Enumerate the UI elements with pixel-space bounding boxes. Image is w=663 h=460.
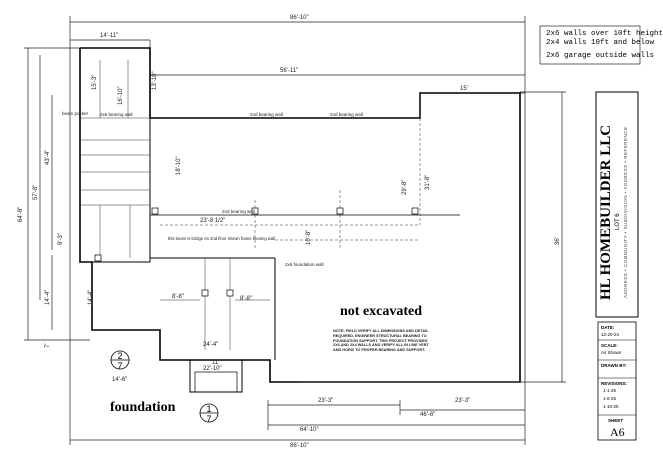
- sheet-number: A6: [610, 425, 625, 439]
- dim-porch-g: 14'-6": [112, 377, 128, 383]
- dim-right-height: 36': [555, 237, 561, 245]
- dim-stair-c: 13'-10": [152, 71, 158, 90]
- bearing-wall-label-1: 2x6 bearing wall: [100, 112, 133, 117]
- sheet-label: SHEET: [608, 418, 624, 423]
- dim-left-e: 7': [45, 343, 51, 348]
- wall-notes-line-2: 2x4 walls 10ft and below: [546, 39, 655, 47]
- revision-2: 1-6-25: [603, 396, 617, 401]
- bearing-wall-label-4: 2nd bearing wall: [222, 209, 255, 214]
- dim-mid-b: 18'-10": [176, 156, 182, 175]
- garage-foundation-note: 2x6 foundation wall: [285, 262, 324, 267]
- dim-stair-a: 15'-3": [92, 74, 98, 90]
- revision-1: 1-1-25: [603, 388, 617, 393]
- date-label: DATE:: [601, 325, 615, 330]
- dim-left-c: 14'-4": [45, 289, 51, 305]
- scale-value: As Shown: [601, 350, 622, 355]
- wall-notes-line-3: 2x6 garage outside walls: [546, 52, 655, 60]
- drawn-by-label: DRAWN BY:: [601, 363, 627, 368]
- lot-number: LOT 6: [615, 213, 621, 230]
- dim-mid-c: 29'-8": [402, 179, 408, 195]
- dim-left-d: 9'-3": [58, 233, 64, 245]
- beam-pocket-label: beam pocket: [62, 111, 88, 116]
- callout-2-top: 2: [117, 351, 123, 361]
- dim-mid-a: 23'-8 1/2": [200, 218, 226, 224]
- callout-1-top: 1: [206, 404, 212, 414]
- ledger-note: this beam is bridge on 2nd floor shown f…: [168, 236, 276, 241]
- dim-bottom-overall: 86'-10": [290, 443, 309, 449]
- wall-notes-line-1: 2x6 walls over 10ft height: [546, 30, 663, 38]
- foundation-outline: [79, 47, 521, 383]
- dim-porch-e: 8'-8": [240, 296, 252, 302]
- callout-1-bottom: 7: [206, 414, 212, 424]
- date-value: 12-20-24: [601, 332, 620, 337]
- bearing-wall-label-2: 2nd bearing wall: [250, 112, 283, 117]
- dim-mid-d: 31'-8": [425, 174, 431, 190]
- dim-left-overall: 64'-8": [18, 206, 24, 222]
- title-block-frame: [595, 91, 639, 318]
- dim-porch-d: 8'-8": [172, 294, 184, 300]
- foundation-label: foundation: [110, 400, 176, 415]
- scale-label: SCALE:: [601, 343, 618, 348]
- foundation-field-note: NOTE: FIELD VERIFY ALL DIMENSIONS AND DE…: [333, 329, 429, 353]
- dim-top-left: 14'-11": [100, 33, 119, 39]
- not-excavated-label: not excavated: [340, 304, 423, 319]
- dim-porch-f: 14'-4": [88, 289, 94, 305]
- dim-porch-a: 24'-4": [203, 342, 219, 348]
- company-name: HL HOMEBUILDER LLC: [598, 124, 614, 300]
- dim-top-overall: 86'-10": [290, 15, 309, 21]
- callout-2-bottom: 7: [117, 361, 123, 371]
- dim-porch-b: 22'-10": [203, 366, 222, 372]
- revision-3: 1-10-25: [603, 404, 619, 409]
- project-address: ADDRESS • COMMUNITY • SUBDIVISION • ADDR…: [623, 126, 628, 299]
- dim-porch-c: 11': [212, 360, 220, 366]
- dim-bottom-b: 46'-6": [420, 412, 436, 418]
- bearing-wall-label-3: 2nd bearing wall: [330, 112, 363, 117]
- dim-mid-e: 10'-8": [306, 229, 312, 245]
- dim-bottom-c: 23'-3": [318, 398, 334, 404]
- dim-bottom-a: 64'-10": [300, 427, 319, 433]
- dim-left-a: 57'-8": [33, 184, 39, 200]
- dim-bottom-d: 23'-3": [455, 398, 471, 404]
- revisions-label: REVISIONS:: [601, 381, 628, 386]
- dim-stair-b: 16'-10": [118, 86, 124, 105]
- dim-top-mid: 56'-11": [280, 68, 299, 74]
- floor-plan-drawing: [24, 16, 641, 445]
- dim-left-b: 43'-4": [45, 149, 51, 165]
- dim-top-right: 15': [460, 86, 468, 92]
